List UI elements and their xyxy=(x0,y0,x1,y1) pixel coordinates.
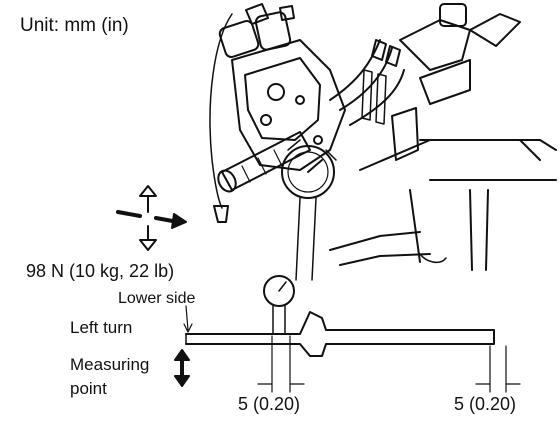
direction-arrows xyxy=(116,185,187,251)
frame-rail xyxy=(329,139,557,271)
dial-gauge-lower xyxy=(263,275,295,307)
force-label: 98 N (10 kg, 22 lb) xyxy=(26,261,175,281)
wire-clip xyxy=(213,205,229,223)
unit-label: Unit: mm (in) xyxy=(20,15,129,36)
dial-gauge-upper xyxy=(281,139,337,281)
lower-side-label: Lower side xyxy=(118,290,196,307)
point-label: point xyxy=(70,379,107,398)
pinion-shaft xyxy=(217,131,311,193)
hydraulic-lines xyxy=(329,39,405,126)
dimension-left-label: 5 (0.20) xyxy=(238,394,301,414)
steering-gear-housing xyxy=(218,3,346,171)
gauge-wire xyxy=(209,13,233,209)
mounting-bracket xyxy=(359,3,541,171)
rack-diagram xyxy=(174,275,521,393)
dimension-right-label: 5 (0.20) xyxy=(454,394,517,414)
measuring-label: Measuring xyxy=(70,355,150,374)
left-turn-label: Left turn xyxy=(70,318,133,337)
